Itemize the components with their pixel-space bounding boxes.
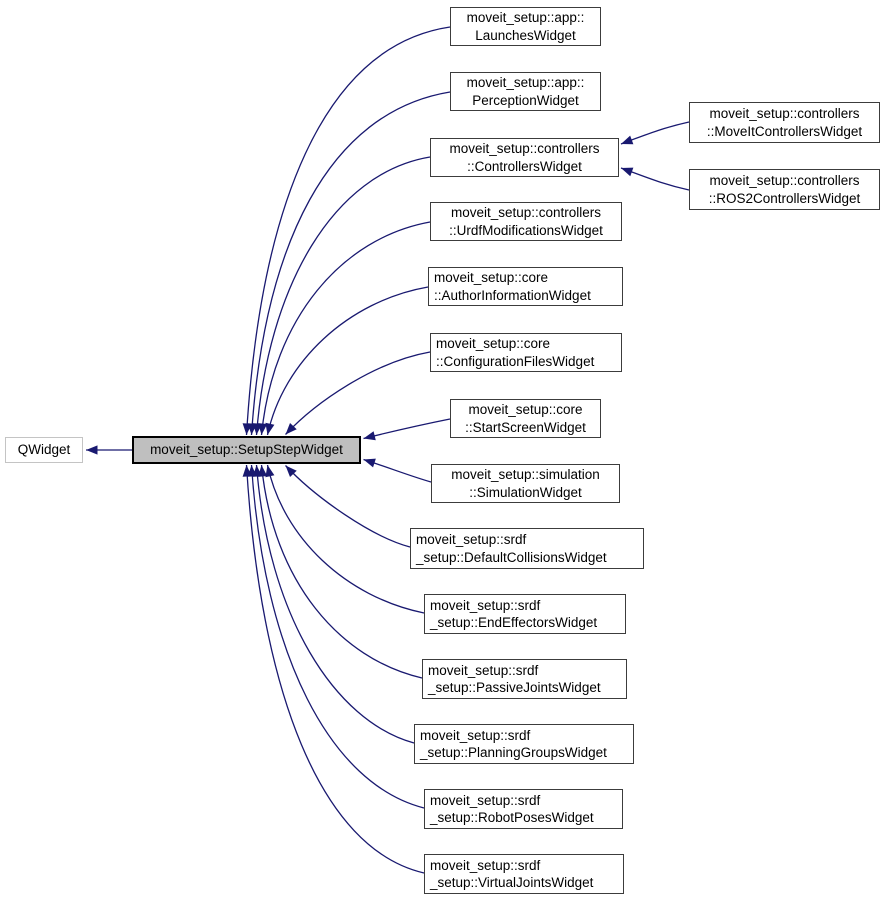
edge-defaultcollisions-to-setupstep [285, 465, 411, 548]
node-simulation-widget[interactable]: moveit_setup::simulation ::SimulationWid… [431, 464, 620, 503]
controllers-label-line2: ::ControllersWidget [467, 158, 582, 174]
edge-planninggroups-to-setupstep [252, 464, 415, 744]
node-planning-groups-widget[interactable]: moveit_setup::srdf _setup::PlanningGroup… [414, 724, 634, 764]
simulation-label-line1: moveit_setup::simulation [451, 467, 600, 482]
edge-ros2controllers-to-controllers [620, 167, 690, 191]
author-information-label-line2: ::AuthorInformationWidget [434, 287, 591, 303]
edge-controllers-to-setupstep [252, 156, 431, 436]
perception-label-line2: PerceptionWidget [472, 92, 579, 108]
end-effectors-label-line2: _setup::EndEffectorsWidget [430, 615, 598, 630]
edge-perception-to-setupstep [247, 91, 451, 436]
edge-startscreen-to-setupstep [363, 418, 451, 441]
node-virtual-joints-widget[interactable]: moveit_setup::srdf _setup::VirtualJoints… [424, 854, 624, 894]
passive-joints-label-line1: moveit_setup::srdf [428, 662, 539, 678]
controllers-label-line1: moveit_setup::controllers [449, 141, 600, 156]
node-perception-widget[interactable]: moveit_setup::app:: PerceptionWidget [450, 72, 601, 111]
moveit-controllers-label-line1: moveit_setup::controllers [709, 106, 860, 121]
default-collisions-label-line2: _setup::DefaultCollisionsWidget [416, 549, 607, 565]
launches-label-line2: LaunchesWidget [475, 27, 576, 43]
edge-endeffectors-to-setupstep [265, 464, 425, 614]
node-configuration-files-widget[interactable]: moveit_setup::core ::ConfigurationFilesW… [430, 333, 622, 372]
start-screen-label-line2: ::StartScreenWidget [465, 419, 586, 435]
node-urdf-modifications-widget[interactable]: moveit_setup::controllers ::UrdfModifica… [430, 202, 622, 241]
node-controllers-widget[interactable]: moveit_setup::controllers ::ControllersW… [430, 138, 619, 177]
passive-joints-label-line2: _setup::PassiveJointsWidget [428, 680, 601, 695]
edge-robotposes-to-setupstep [247, 464, 425, 809]
edge-passivejoints-to-setupstep [258, 464, 423, 679]
author-information-label-line1: moveit_setup::core [434, 270, 549, 285]
node-author-information-widget[interactable]: moveit_setup::core ::AuthorInformationWi… [428, 267, 623, 306]
edge-moveitcontrollers-to-controllers [620, 121, 690, 145]
robot-poses-label-line2: _setup::RobotPosesWidget [430, 810, 594, 825]
node-end-effectors-widget[interactable]: moveit_setup::srdf _setup::EndEffectorsW… [424, 594, 626, 634]
robot-poses-label-line1: moveit_setup::srdf [430, 792, 541, 808]
node-robot-poses-widget[interactable]: moveit_setup::srdf _setup::RobotPosesWid… [424, 789, 623, 829]
configuration-files-label-line2: ::ConfigurationFilesWidget [436, 353, 595, 369]
ros2-controllers-label-line2: ::ROS2ControllersWidget [708, 190, 861, 206]
edge-configurationfiles-to-setupstep [285, 351, 431, 435]
ros2-controllers-label-line1: moveit_setup::controllers [709, 173, 860, 188]
simulation-label-line2: ::SimulationWidget [469, 484, 582, 500]
urdf-modifications-label-line1: moveit_setup::controllers [450, 205, 602, 220]
configuration-files-label-line1: moveit_setup::core [436, 336, 551, 351]
edge-authorinformation-to-setupstep [265, 286, 429, 436]
qwidget-label: QWidget [17, 442, 71, 458]
node-qwidget: QWidget [5, 437, 83, 463]
default-collisions-label-line1: moveit_setup::srdf [416, 532, 527, 547]
perception-label-line1: moveit_setup::app:: [466, 75, 585, 90]
edge-simulation-to-setupstep [363, 458, 432, 483]
edge-urdfmodifications-to-setupstep [258, 221, 431, 436]
virtual-joints-label-line1: moveit_setup::srdf [430, 857, 541, 873]
start-screen-label-line1: moveit_setup::core [468, 402, 583, 417]
planning-groups-label-line2: _setup::PlanningGroupsWidget [420, 745, 607, 760]
node-ros2-controllers-widget[interactable]: moveit_setup::controllers ::ROS2Controll… [689, 169, 880, 210]
moveit-controllers-label-line2: ::MoveItControllersWidget [706, 123, 863, 139]
node-passive-joints-widget[interactable]: moveit_setup::srdf _setup::PassiveJoints… [422, 659, 627, 699]
node-default-collisions-widget[interactable]: moveit_setup::srdf _setup::DefaultCollis… [410, 528, 644, 569]
planning-groups-label-line1: moveit_setup::srdf [420, 727, 531, 743]
setup-step-widget-label: moveit_setup::SetupStepWidget [150, 442, 343, 458]
node-setup-step-widget: moveit_setup::SetupStepWidget [132, 436, 361, 464]
edge-launches-to-setupstep [242, 26, 451, 436]
node-launches-widget[interactable]: moveit_setup::app:: LaunchesWidget [450, 7, 601, 46]
node-start-screen-widget[interactable]: moveit_setup::core ::StartScreenWidget [450, 399, 601, 438]
virtual-joints-label-line2: _setup::VirtualJointsWidget [430, 875, 594, 890]
edge-virtualjoints-to-setupstep [242, 464, 425, 874]
end-effectors-label-line1: moveit_setup::srdf [430, 597, 541, 613]
launches-label-line1: moveit_setup::app:: [466, 10, 585, 25]
node-moveit-controllers-widget[interactable]: moveit_setup::controllers ::MoveItContro… [689, 102, 880, 143]
urdf-modifications-label-line2: ::UrdfModificationsWidget [449, 222, 603, 238]
